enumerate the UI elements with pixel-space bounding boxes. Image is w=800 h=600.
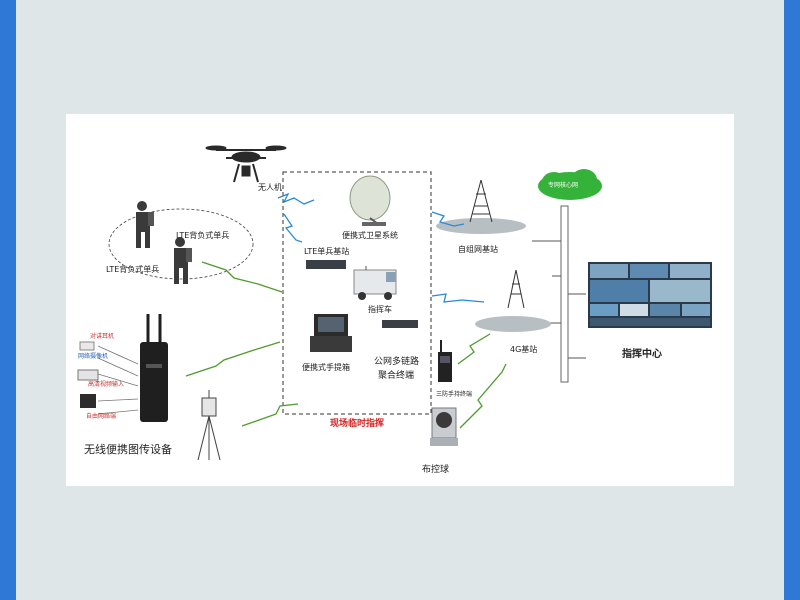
adhoc-tower-icon: [469, 179, 493, 223]
dome-camera-icon: [430, 407, 458, 446]
portable-case-label: 便携式手提箱: [302, 363, 350, 372]
link-tripod-case: [241, 403, 299, 427]
lte-backpack-label-1: LTE背负式单兵: [176, 231, 230, 240]
aggregation-terminal-label-1: 公网多链路: [374, 357, 420, 367]
wireless-video-device-label: 无线便携图传设备: [84, 443, 172, 456]
handheld-radio-icon: [438, 340, 452, 382]
link-soldier-station: [201, 261, 283, 293]
input-devices-icon: [77, 341, 139, 415]
input-label-4: 自由网络端: [86, 413, 117, 420]
4g-tower-icon: [507, 269, 525, 309]
drone-label: 无人机: [258, 183, 282, 192]
link-satellite-adhoc: [431, 211, 465, 227]
link-drone-satellite: [277, 192, 315, 205]
input-label-3: 高清视频输入: [88, 381, 125, 388]
lte-station-box-icon: [306, 260, 346, 269]
4g-base-station-label: 4G基站: [510, 345, 538, 354]
drone-icon: [205, 145, 287, 183]
satellite-label: 便携式卫星系统: [342, 231, 398, 240]
link-vehicle-4g: [431, 293, 485, 303]
satellite-dish-icon: [349, 175, 391, 226]
command-center-label: 指挥中心: [622, 349, 662, 360]
command-vehicle-label: 指挥车: [368, 305, 392, 314]
aggregation-terminal-icon: [382, 320, 418, 328]
diagram-graphics: [77, 145, 712, 461]
backbone-pole: [560, 205, 569, 383]
lte-backpack-label-2: LTE背负式单兵: [106, 265, 160, 274]
soldier-1-icon: [136, 201, 154, 248]
three-proof-terminal-label: 三防手持终端: [436, 391, 473, 398]
diagram-board: 无人机 LTE背负式单兵 LTE背负式单兵 便携式卫星系统 LTE单兵基站 指挥…: [66, 114, 734, 486]
aggregation-terminal-label-2: 聚合终端: [378, 371, 415, 381]
tripod-repeater-icon: [197, 390, 221, 461]
input-label-2: 网络摄像机: [78, 353, 109, 360]
link-camera-4g: [459, 363, 507, 429]
cloud-label: 专网核心网: [548, 182, 579, 189]
dome-camera-label: 布控球: [422, 465, 450, 475]
soldier-group-ellipse: [108, 208, 254, 280]
command-vehicle-icon: [353, 266, 397, 300]
onsite-command-label: 现场临时指挥: [330, 419, 385, 429]
video-wall-icon: [588, 262, 712, 328]
lte-station-label: LTE单兵基站: [304, 247, 350, 256]
link-drone-down: [283, 213, 303, 243]
wireless-video-device-icon: [140, 314, 168, 422]
link-radio-4g: [457, 333, 491, 365]
adhoc-coverage-disc: [436, 218, 526, 234]
soldier-2-icon: [174, 237, 192, 284]
link-device-case: [185, 341, 281, 377]
4g-coverage-disc: [475, 316, 551, 332]
adhoc-base-station-label: 自组网基站: [458, 245, 498, 254]
input-label-1: 对讲耳机: [90, 333, 115, 340]
onsite-command-box: [282, 171, 432, 415]
portable-case-icon: [310, 314, 352, 352]
